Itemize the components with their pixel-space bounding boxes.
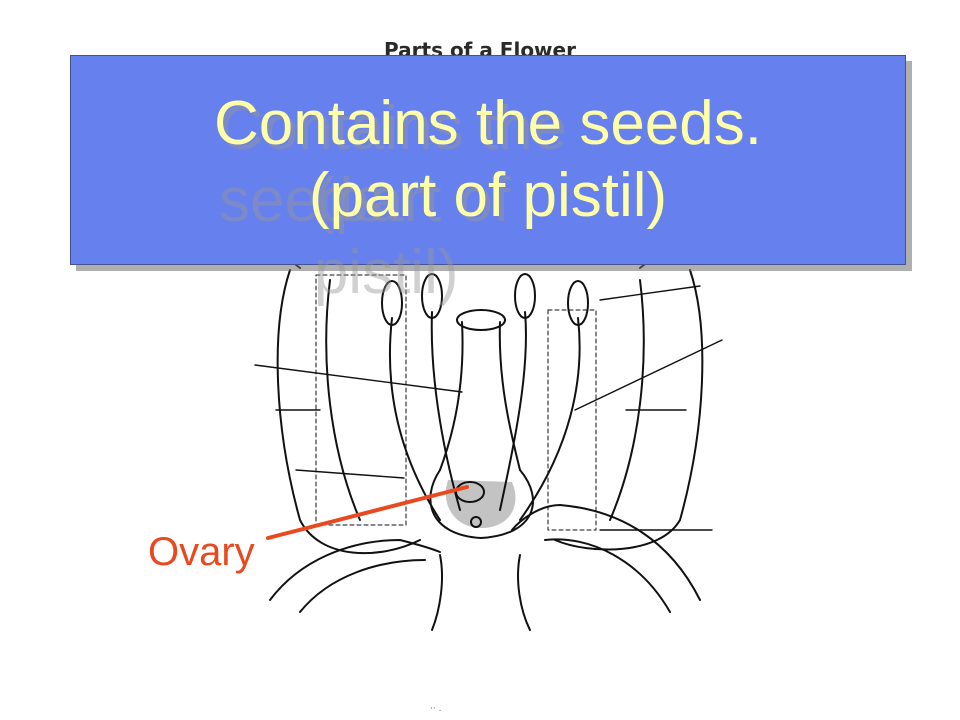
banner-line-2: (part of pistil) (part of pistil)	[308, 160, 668, 307]
sepal-bottom-left-2	[299, 559, 426, 613]
dashed-box-right	[547, 309, 597, 531]
banner-line-2-text: (part of pistil)	[308, 161, 668, 230]
sepal-bottom-right-2	[544, 538, 671, 613]
filament-4	[519, 317, 581, 521]
stem	[431, 554, 443, 631]
pistil-style-right	[498, 321, 521, 471]
pistil-style-left	[439, 321, 464, 471]
petal-inner-right	[609, 279, 645, 521]
anther-3	[514, 273, 536, 319]
filament-3	[499, 311, 527, 511]
leader-line-5	[574, 339, 723, 411]
definition-banner: Contains the seeds. Contains the seeds. …	[70, 55, 906, 307]
ovule	[455, 481, 485, 503]
dashed-box-left	[315, 274, 407, 526]
filament-2	[430, 311, 461, 511]
banner-line-1: Contains the seeds. Contains the seeds.	[213, 88, 762, 235]
anther-2	[421, 273, 443, 319]
stigma	[456, 309, 506, 331]
anther-4	[567, 280, 589, 326]
petal-inner-left	[325, 279, 361, 521]
banner-line-1-text: Contains the seeds.	[213, 89, 762, 158]
leader-line-3	[295, 469, 405, 479]
stem-right	[517, 554, 531, 631]
sepal-outline-left	[276, 269, 421, 555]
callout-line	[266, 485, 469, 540]
anther-1	[381, 280, 403, 326]
leader-line-4	[599, 285, 701, 301]
banner-line-2-shadow: (part of pistil)	[313, 166, 511, 307]
ovary-label: Ovary	[148, 530, 255, 574]
leader-line-1	[254, 364, 463, 393]
ovule-small	[470, 516, 482, 528]
sepal-bottom-left	[269, 539, 441, 601]
sepal-bottom-right	[511, 504, 701, 601]
banner-line-1-shadow: Contains the seeds.	[218, 94, 568, 235]
footer-text: ·· .	[430, 704, 442, 714]
ovary-inner-fill	[445, 480, 516, 528]
filament-1	[388, 317, 441, 521]
